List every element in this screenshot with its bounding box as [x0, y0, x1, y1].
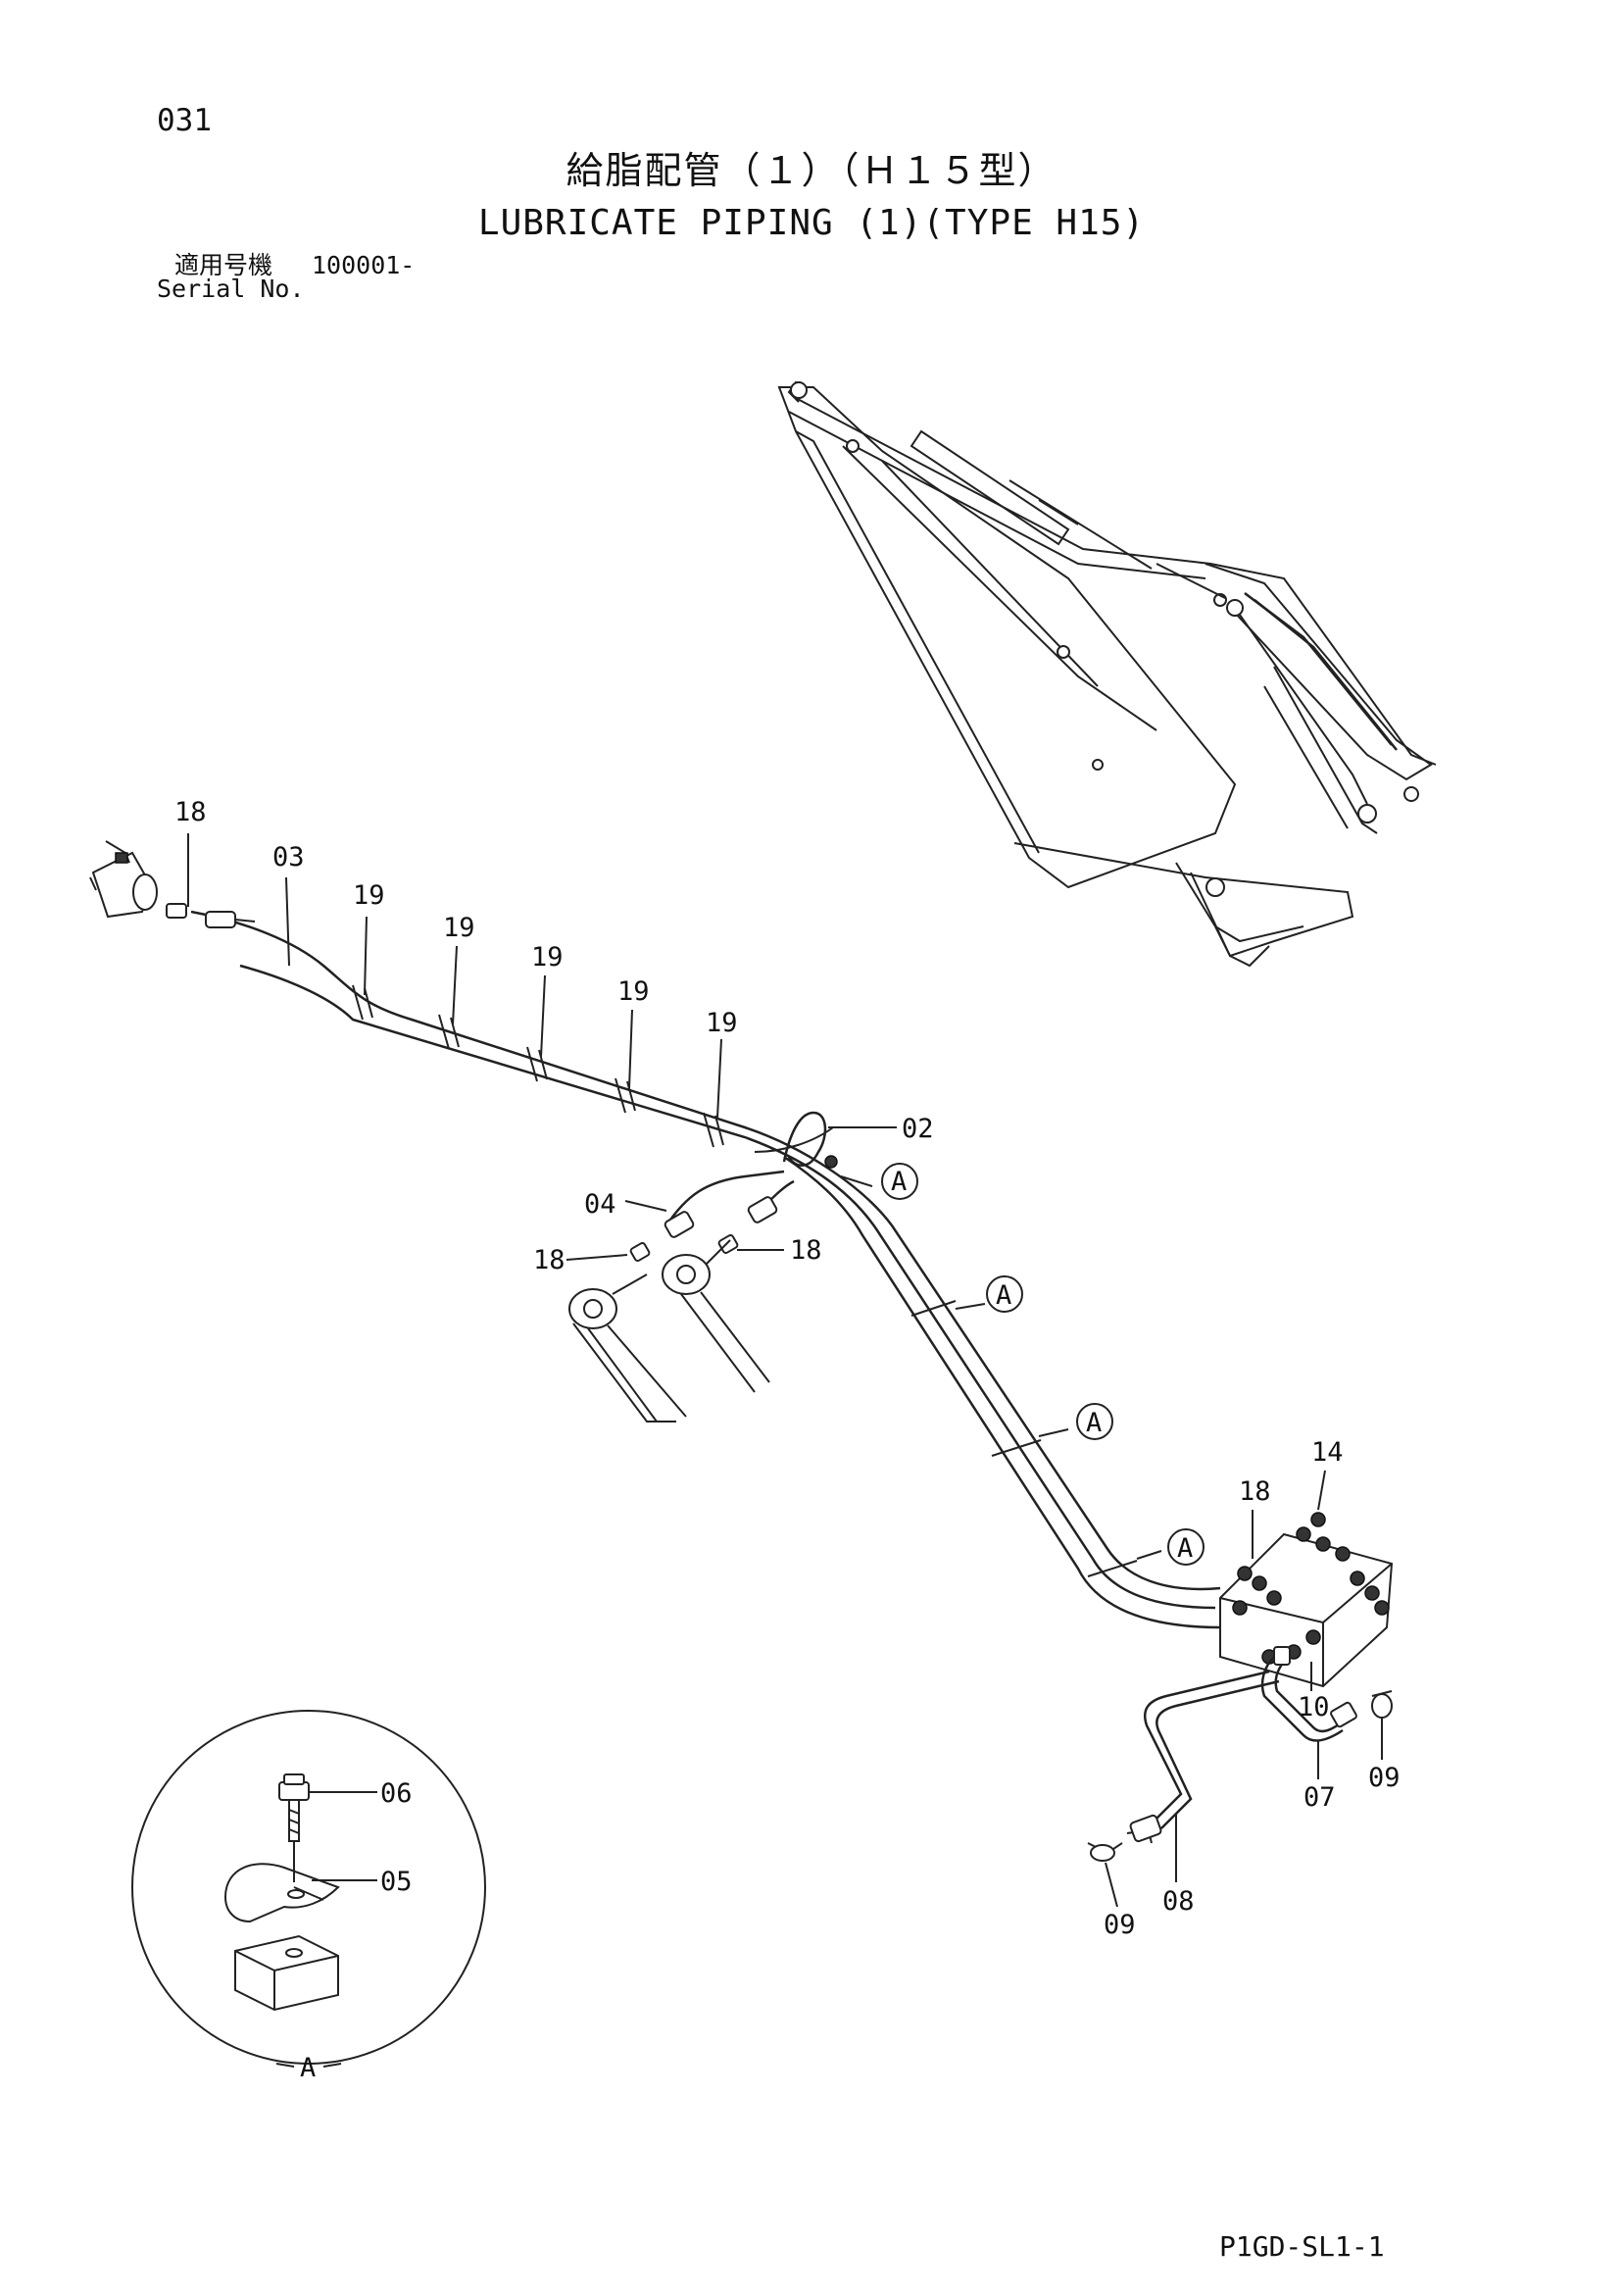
detail-a-view	[131, 1710, 486, 2065]
block-fittings	[1232, 1512, 1390, 1665]
title-english: LUBRICATE PIPING (1)(TYPE H15)	[477, 203, 1146, 243]
callout-18-left: 18	[533, 1245, 566, 1275]
detail-a-markers	[275, 1163, 1205, 2068]
serial-label-english: Serial No.	[157, 275, 305, 303]
title-japanese: 給脂配管（１）（Ｈ１５型）	[566, 149, 1057, 192]
callout-a-1: A	[891, 1167, 907, 1197]
callout-19-c: 19	[531, 942, 564, 973]
drawing-code: P1GD-SL1-1	[1219, 2230, 1385, 2263]
pipe-loop-02	[782, 1111, 838, 1169]
page-number: 031	[157, 103, 212, 138]
main-lubrication-pipes	[190, 910, 1221, 1629]
serial-number-value: 100001-	[312, 251, 416, 279]
callout-05: 05	[380, 1867, 413, 1897]
callout-06: 06	[380, 1778, 413, 1809]
callout-18-block: 18	[1239, 1476, 1271, 1507]
callout-14: 14	[1311, 1437, 1344, 1468]
callout-labels: 18 03 19 19 19 19 19 02 A 04 18 18 A A A…	[174, 797, 1401, 2083]
callout-18-right: 18	[790, 1235, 822, 1266]
callout-a-4: A	[1177, 1533, 1193, 1564]
callout-19-e: 19	[706, 1008, 738, 1038]
leader-lines	[187, 833, 1383, 1908]
callout-08: 08	[1162, 1886, 1195, 1917]
fittings-boom-foot	[166, 903, 256, 928]
callout-a-3: A	[1086, 1408, 1102, 1438]
callout-18-top: 18	[174, 797, 207, 827]
callout-10: 10	[1298, 1692, 1330, 1722]
callout-09-right: 09	[1368, 1763, 1401, 1793]
callout-04: 04	[584, 1189, 616, 1220]
callout-a-2: A	[996, 1280, 1011, 1311]
serial-label-japanese: 適用号機	[174, 251, 273, 279]
distribution-block	[1219, 1512, 1394, 1688]
callout-09-bottom: 09	[1104, 1910, 1136, 1940]
callout-07: 07	[1303, 1782, 1336, 1813]
callout-03: 03	[272, 842, 305, 873]
callout-19-a: 19	[353, 880, 385, 911]
pipes-07-08	[1087, 1646, 1393, 1862]
callout-19-b: 19	[443, 913, 475, 943]
callout-02: 02	[902, 1114, 934, 1144]
hose-04-and-cylinder-ends	[568, 1170, 795, 1423]
callout-19-d: 19	[617, 976, 650, 1007]
boom-foot-pin	[89, 840, 158, 919]
excavator-front-attachment	[777, 380, 1437, 968]
callout-a-detail: A	[300, 2053, 316, 2083]
